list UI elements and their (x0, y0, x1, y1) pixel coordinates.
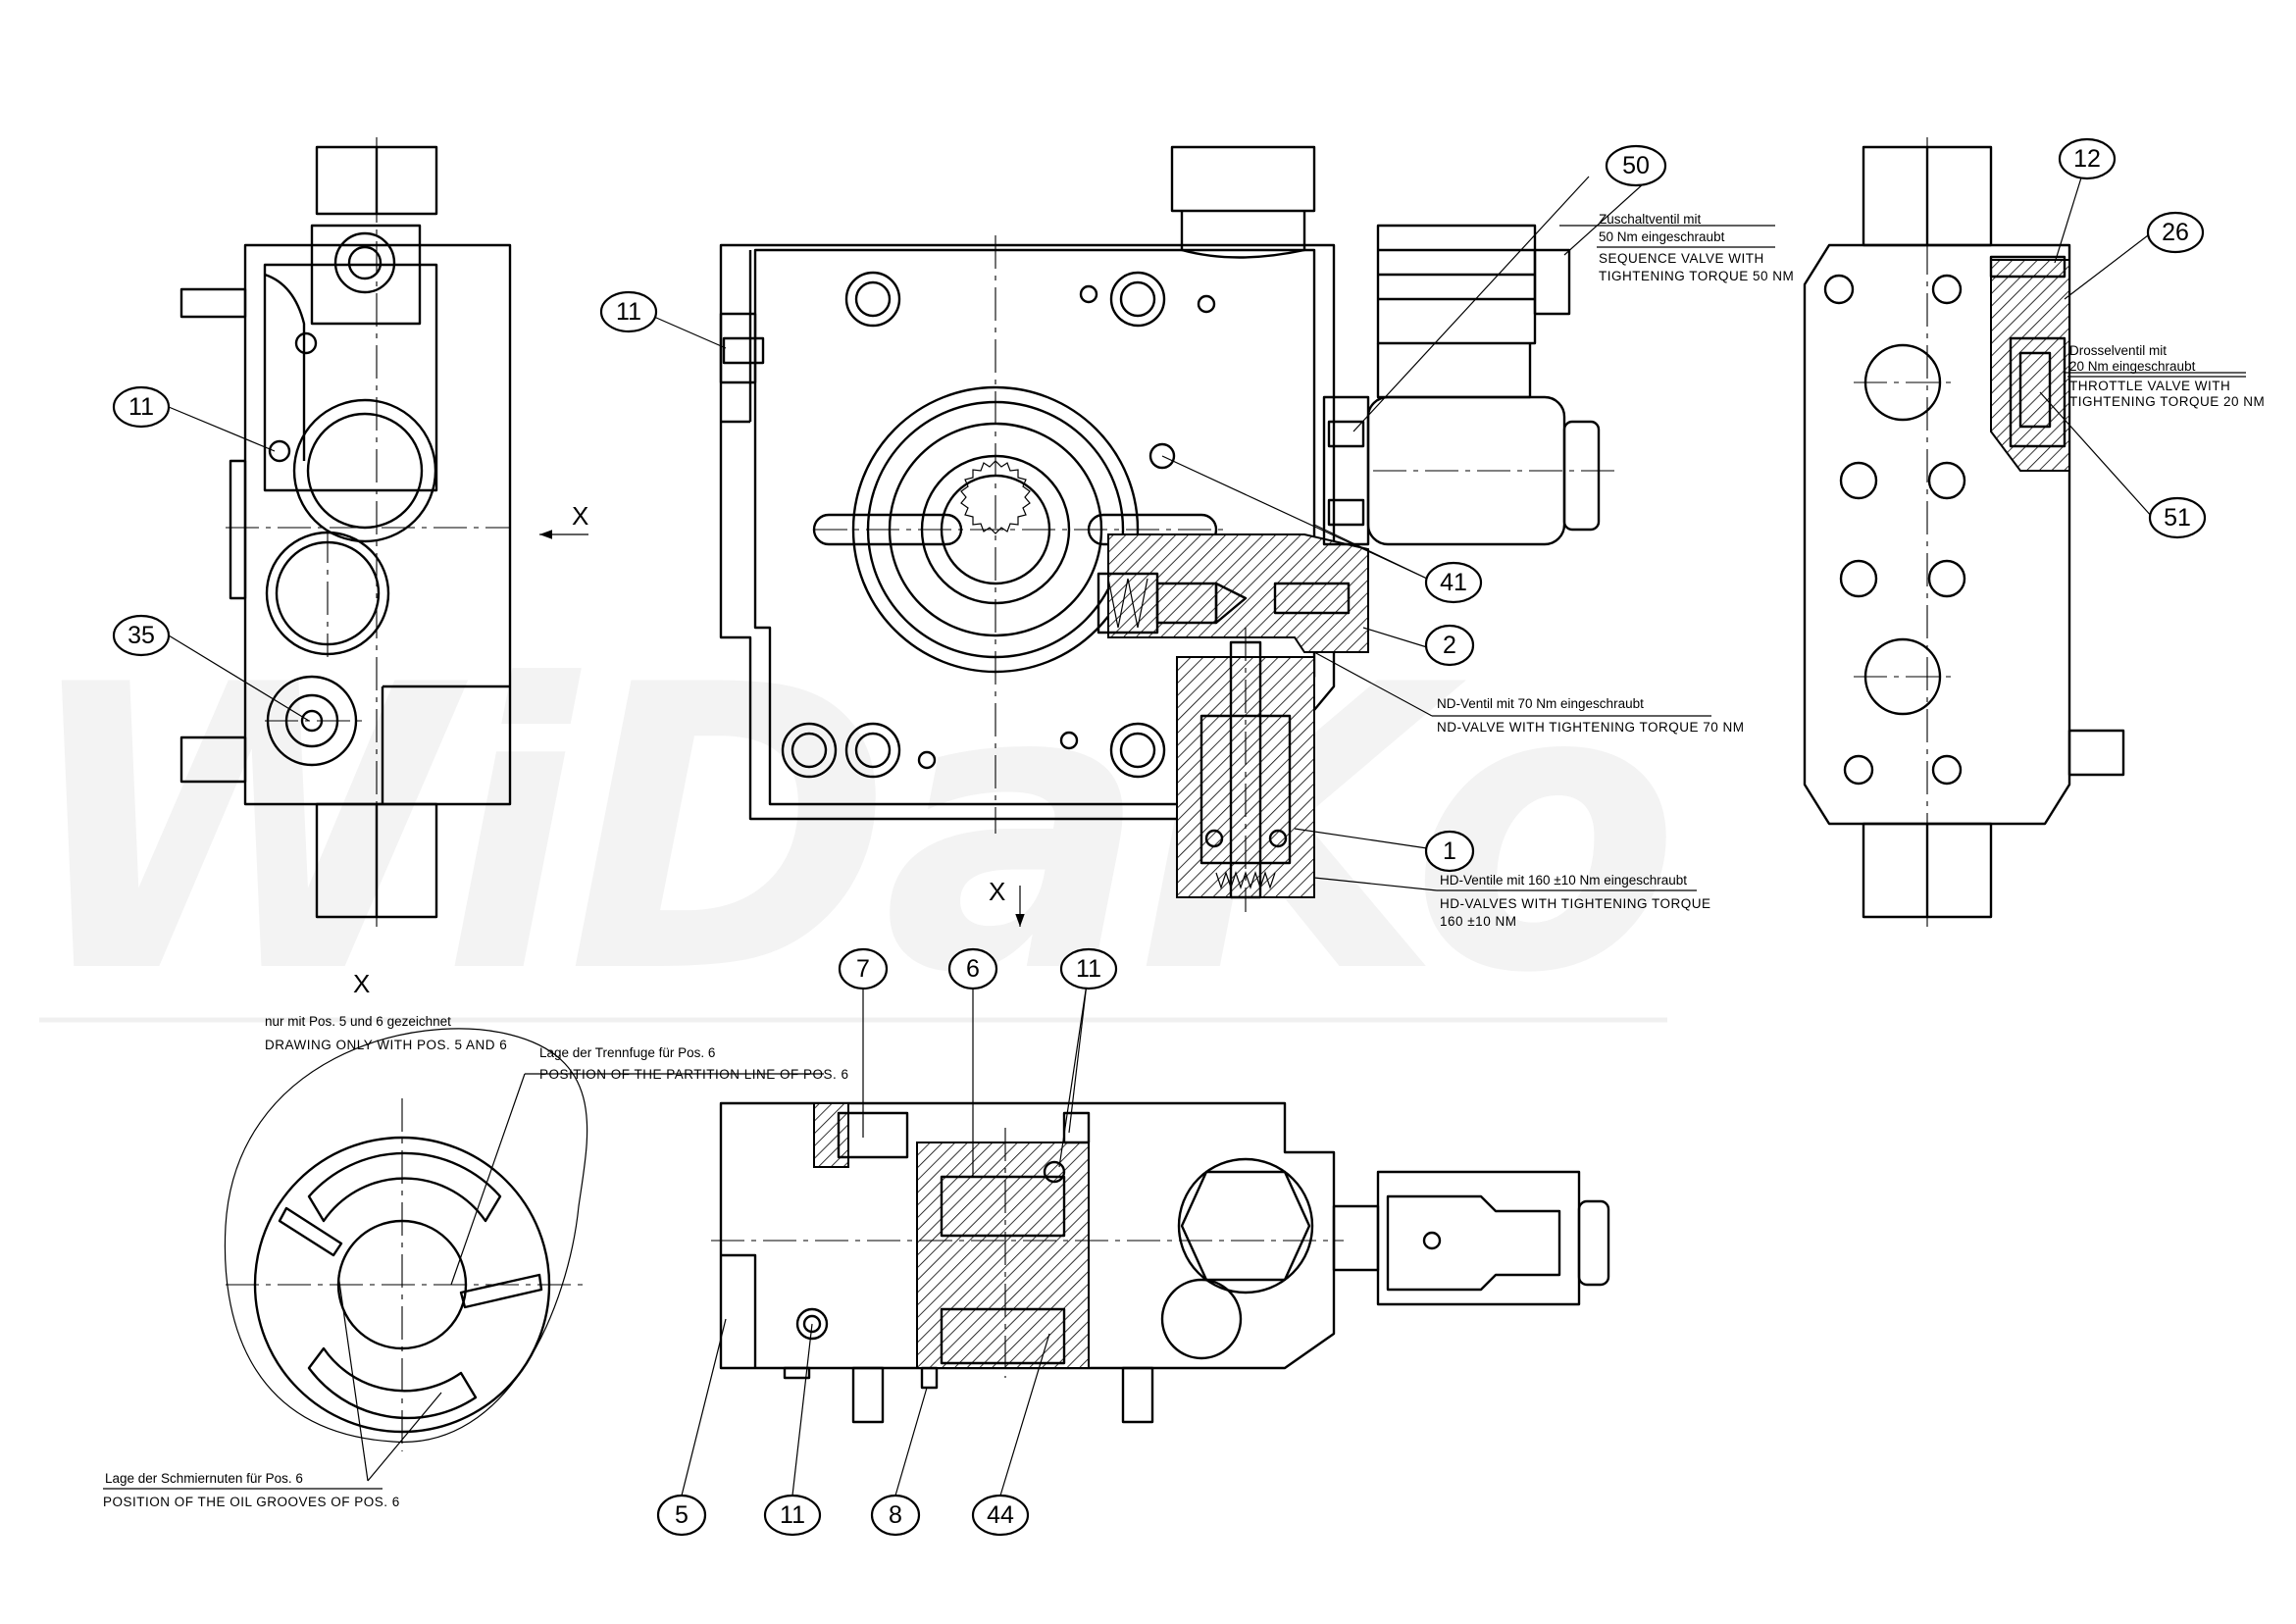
x-view-title: X (353, 969, 370, 998)
balloon-11-bottom-top: 11 (1059, 947, 1118, 990)
svg-text:50: 50 (1622, 152, 1650, 179)
svg-text:HD-VALVES WITH TIGHTENING TORQ: HD-VALVES WITH TIGHTENING TORQUE (1440, 896, 1711, 911)
note-throttle-valve: Drosselventil mit 20 Nm eingeschraubt TH… (2067, 343, 2265, 409)
watermark: WiDaKo (20, 603, 1670, 1059)
svg-text:nur mit Pos. 5 und 6 gezeichne: nur mit Pos. 5 und 6 gezeichnet (265, 1014, 451, 1029)
svg-text:7: 7 (856, 955, 870, 983)
svg-text:THROTTLE VALVE WITH: THROTTLE VALVE WITH (2069, 379, 2230, 393)
note-drawing-scope: nur mit Pos. 5 und 6 gezeichnet DRAWING … (265, 1014, 507, 1052)
svg-text:11: 11 (780, 1501, 805, 1529)
left-side-view (179, 137, 512, 927)
balloon-5: 5 (656, 1494, 707, 1537)
leader-lines (168, 158, 2246, 1497)
balloon-11-center: 11 (599, 290, 658, 333)
svg-text:26: 26 (2162, 219, 2189, 246)
note-nd-valve: ND-Ventil mit 70 Nm eingeschraubt ND-VAL… (1437, 696, 1745, 735)
svg-text:44: 44 (987, 1501, 1014, 1529)
note-hd-valves: HD-Ventile mit 160 ±10 Nm eingeschraubt … (1440, 873, 1711, 929)
balloon-7: 7 (838, 947, 889, 990)
balloon-50: 50 (1605, 144, 1667, 187)
note-sequence-valve: Zuschaltventil mit 50 Nm eingeschraubt S… (1597, 212, 1794, 283)
svg-text:Zuschaltventil mit: Zuschaltventil mit (1599, 212, 1702, 227)
svg-text:POSITION OF THE OIL GROOVES OF: POSITION OF THE OIL GROOVES OF POS. 6 (103, 1495, 400, 1509)
svg-text:SEQUENCE VALVE WITH: SEQUENCE VALVE WITH (1599, 251, 1764, 266)
center-front-view (719, 145, 1618, 912)
svg-text:11: 11 (1076, 955, 1101, 983)
x-view-detail (224, 1028, 824, 1482)
svg-text:ND-VALVE WITH TIGHTENING TORQU: ND-VALVE WITH TIGHTENING TORQUE 70 NM (1437, 720, 1745, 735)
svg-text:TIGHTENING TORQUE 20 NM: TIGHTENING TORQUE 20 NM (2069, 394, 2265, 409)
svg-text:DRAWING ONLY WITH POS. 5 AND 6: DRAWING ONLY WITH POS. 5 AND 6 (265, 1038, 507, 1052)
svg-text:Lage der Schmiernuten für Pos.: Lage der Schmiernuten für Pos. 6 (105, 1471, 303, 1486)
balloon-11-left: 11 (112, 385, 171, 429)
svg-text:41: 41 (1440, 569, 1467, 596)
svg-text:POSITION OF THE PARTITION LINE: POSITION OF THE PARTITION LINE OF POS. 6 (539, 1067, 849, 1082)
balloon-1: 1 (1424, 830, 1475, 873)
balloon-12: 12 (2058, 137, 2117, 180)
bottom-view (711, 1101, 1610, 1424)
svg-text:HD-Ventile mit 160 ±10 Nm eing: HD-Ventile mit 160 ±10 Nm eingeschraubt (1440, 873, 1687, 888)
note-partition-line: Lage der Trennfuge für Pos. 6 POSITION O… (539, 1045, 849, 1082)
svg-text:160 ±10 NM: 160 ±10 NM (1440, 914, 1516, 929)
view-arrow-x-left: X (572, 501, 588, 531)
svg-text:Lage der Trennfuge für Pos. 6: Lage der Trennfuge für Pos. 6 (539, 1045, 715, 1060)
svg-text:12: 12 (2073, 145, 2101, 173)
right-side-view (1803, 137, 2125, 927)
balloon-26: 26 (2146, 211, 2205, 254)
view-arrow-x-center: X (989, 877, 1005, 906)
balloon-11-bottom: 11 (763, 1494, 822, 1537)
svg-text:6: 6 (966, 955, 980, 983)
balloon-51: 51 (2148, 496, 2207, 539)
svg-text:Drosselventil mit: Drosselventil mit (2069, 343, 2167, 358)
svg-text:5: 5 (675, 1501, 689, 1529)
svg-text:TIGHTENING TORQUE 50 NM: TIGHTENING TORQUE 50 NM (1599, 269, 1794, 283)
note-oil-grooves: Lage der Schmiernuten für Pos. 6 POSITIO… (103, 1471, 400, 1509)
svg-text:51: 51 (2164, 504, 2191, 532)
balloon-8: 8 (870, 1494, 921, 1537)
balloon-6: 6 (947, 947, 998, 990)
svg-text:11: 11 (128, 393, 154, 421)
svg-text:8: 8 (889, 1501, 902, 1529)
svg-text:35: 35 (128, 622, 155, 649)
svg-text:50 Nm eingeschraubt: 50 Nm eingeschraubt (1599, 229, 1725, 244)
balloon-41: 41 (1424, 561, 1483, 604)
svg-text:ND-Ventil mit 70 Nm eingeschra: ND-Ventil mit 70 Nm eingeschraubt (1437, 696, 1644, 711)
balloon-2: 2 (1424, 624, 1475, 667)
svg-text:2: 2 (1443, 632, 1456, 659)
svg-text:20 Nm eingeschraubt: 20 Nm eingeschraubt (2069, 359, 2196, 374)
svg-text:11: 11 (616, 298, 641, 326)
balloon-35: 35 (112, 614, 171, 657)
svg-text:1: 1 (1443, 837, 1456, 865)
balloon-44: 44 (971, 1494, 1030, 1537)
